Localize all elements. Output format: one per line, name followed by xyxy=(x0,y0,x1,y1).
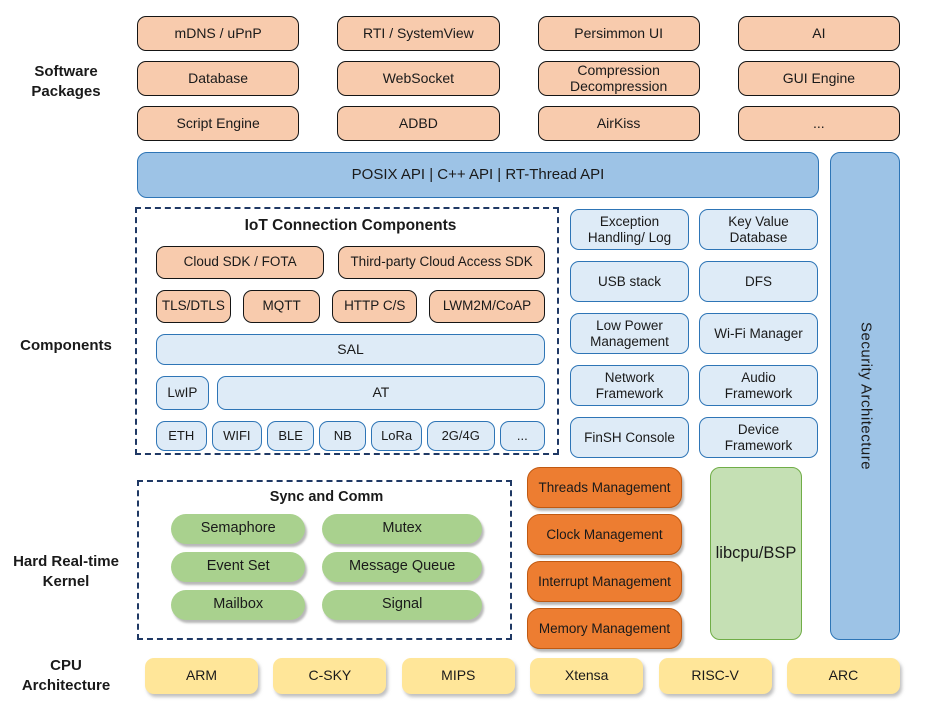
component-box-key-value-database: Key Value Database xyxy=(699,209,818,250)
sync-and-comm-title: Sync and Comm xyxy=(269,489,384,505)
iot-box-sal: SAL xyxy=(156,334,545,365)
iot-box-wifi: WIFI xyxy=(211,421,263,451)
component-box-wifi-manager: Wi-Fi Manager xyxy=(699,313,818,354)
package-box-mdns-upnp: mDNS / uPnP xyxy=(137,16,300,51)
iot-box-ble: BLE xyxy=(267,421,315,451)
iot-box-mqtt: MQTT xyxy=(242,290,321,323)
package-box-rti-systemview: RTI / SystemView xyxy=(337,16,500,51)
kernel-box-clock-management: Clock Management xyxy=(527,514,682,555)
libcpu-bsp-box: libcpu/BSP xyxy=(710,467,802,640)
kernel-box-interrupt-management: Interrupt Management xyxy=(527,561,682,602)
cpu-box-mips: MIPS xyxy=(401,658,515,694)
iot-group-title: IoT Connection Components xyxy=(244,217,457,234)
kernel-box-memory-management: Memory Management xyxy=(527,608,682,649)
iot-box-eth: ETH xyxy=(156,421,207,451)
kernel-box-semaphore: Semaphore xyxy=(171,514,306,544)
package-box-script-engine: Script Engine xyxy=(137,106,300,141)
kernel-box-signal: Signal xyxy=(322,590,482,620)
iot-box-http-cs: HTTP C/S xyxy=(332,290,417,323)
package-box-airkiss: AirKiss xyxy=(537,106,700,141)
label-hard-realtime-kernel: Hard Real-time Kernel xyxy=(13,553,119,590)
label-cpu-architecture: CPU Architecture xyxy=(21,657,111,694)
label-software-packages: Software Packages xyxy=(31,63,101,100)
package-box-gui-engine: GUI Engine xyxy=(737,61,900,96)
iot-at-row: LwIP AT xyxy=(156,376,545,410)
iot-box-lwm2m-coap: LWM2M/CoAP xyxy=(428,290,545,323)
component-box-dfs: DFS xyxy=(699,261,818,302)
package-box-persimmon-ui: Persimmon UI xyxy=(537,16,700,51)
cpu-box-riscv: RISC-V xyxy=(658,658,772,694)
component-box-low-power-management: Low Power Management xyxy=(570,313,689,354)
software-packages-grid: mDNS / uPnP RTI / SystemView Persimmon U… xyxy=(137,16,900,141)
iot-protocol-row: TLS/DTLS MQTT HTTP C/S LWM2M/CoAP xyxy=(156,290,545,323)
component-box-finsh-console: FinSH Console xyxy=(570,417,689,458)
kernel-box-threads-management: Threads Management xyxy=(527,467,682,508)
cpu-box-csky: C-SKY xyxy=(273,658,387,694)
cpu-box-xtensa: Xtensa xyxy=(530,658,644,694)
label-components: Components xyxy=(20,337,112,354)
iot-connection-components-group: IoT Connection Components Cloud SDK / FO… xyxy=(135,207,559,455)
security-architecture-bar: Security Architecture xyxy=(830,152,900,640)
kernel-box-mutex: Mutex xyxy=(322,514,482,544)
package-box-adbd: ADBD xyxy=(337,106,500,141)
cpu-box-arm: ARM xyxy=(145,658,258,694)
package-box-more: ... xyxy=(737,106,900,141)
cpu-architecture-row: ARM C-SKY MIPS Xtensa RISC-V ARC xyxy=(145,658,900,694)
sync-and-comm-group: Sync and Comm Semaphore Mutex Event Set … xyxy=(137,480,512,640)
iot-link-row: ETH WIFI BLE NB LoRa 2G/4G ... xyxy=(156,421,545,451)
iot-box-cloud-sdk-fota: Cloud SDK / FOTA xyxy=(156,246,325,279)
api-layer-bar: POSIX API | C++ API | RT-Thread API xyxy=(137,152,819,198)
iot-box-nb: NB xyxy=(319,421,367,451)
component-box-usb-stack: USB stack xyxy=(570,261,689,302)
kernel-box-event-set: Event Set xyxy=(171,552,306,582)
sync-and-comm-grid: Semaphore Mutex Event Set Message Queue … xyxy=(171,514,482,620)
iot-box-tls-dtls: TLS/DTLS xyxy=(156,290,231,323)
kernel-management-column: Threads Management Clock Management Inte… xyxy=(527,467,682,649)
package-box-compression: Compression Decompression xyxy=(537,61,700,96)
kernel-box-message-queue: Message Queue xyxy=(322,552,482,582)
kernel-box-mailbox: Mailbox xyxy=(171,590,306,620)
component-box-exception-handling-log: Exception Handling/ Log xyxy=(570,209,689,250)
component-box-device-framework: Device Framework xyxy=(699,417,818,458)
iot-cloud-row: Cloud SDK / FOTA Third-party Cloud Acces… xyxy=(156,246,545,279)
package-box-ai: AI xyxy=(737,16,900,51)
package-box-database: Database xyxy=(137,61,300,96)
package-box-websocket: WebSocket xyxy=(337,61,500,96)
components-grid: Exception Handling/ Log Key Value Databa… xyxy=(570,209,818,458)
iot-box-more: ... xyxy=(499,421,545,451)
iot-box-lora: LoRa xyxy=(371,421,422,451)
component-box-network-framework: Network Framework xyxy=(570,365,689,406)
iot-box-at: AT xyxy=(216,376,545,410)
iot-box-thirdparty-cloud-sdk: Third-party Cloud Access SDK xyxy=(338,246,545,279)
iot-box-2g4g: 2G/4G xyxy=(426,421,495,451)
iot-box-lwip: LwIP xyxy=(156,376,209,410)
cpu-box-arc: ARC xyxy=(786,658,900,694)
component-box-audio-framework: Audio Framework xyxy=(699,365,818,406)
